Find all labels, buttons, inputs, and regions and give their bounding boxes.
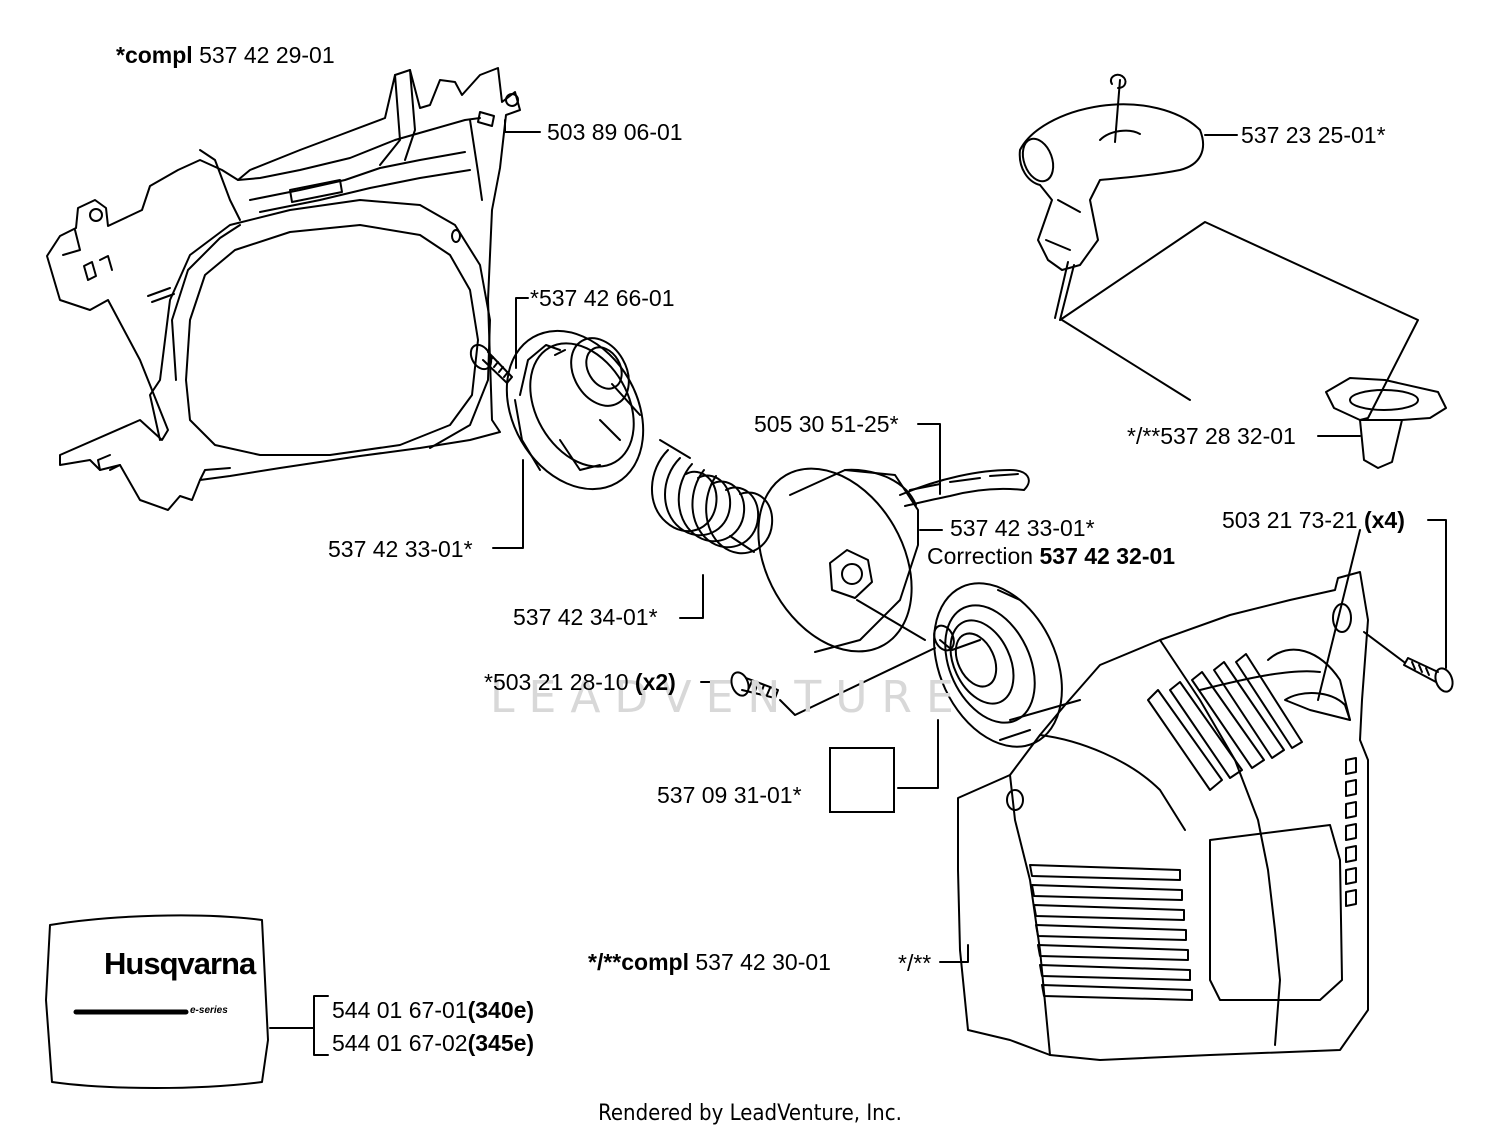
label-bushing[interactable]: */**537 28 32-01 bbox=[1127, 423, 1296, 449]
leader-rope bbox=[917, 423, 941, 495]
cover-plate-part[interactable] bbox=[46, 67, 521, 511]
handle-part[interactable] bbox=[1017, 73, 1205, 321]
label-correction[interactable]: Correction 537 42 32-01 bbox=[927, 543, 1176, 569]
special-tool-box[interactable] bbox=[829, 747, 895, 813]
label-compl-top[interactable]: *compl 537 42 29-01 bbox=[116, 42, 335, 68]
label-starter-cover[interactable]: */** bbox=[898, 950, 932, 976]
footer-credit: Rendered by LeadVenture, Inc. bbox=[598, 1101, 902, 1126]
screw-top-part[interactable] bbox=[467, 341, 513, 384]
label-handle[interactable]: 537 23 25-01* bbox=[1241, 122, 1386, 148]
leader-decal bbox=[269, 995, 329, 1056]
label-spring-cassette[interactable]: 537 09 31-01* bbox=[657, 782, 802, 808]
leader-spring bbox=[679, 574, 704, 619]
husqvarna-logo: Husqvarna bbox=[104, 946, 256, 981]
rope-part[interactable] bbox=[899, 469, 1030, 507]
label-cover-plate[interactable]: 503 89 06-01 bbox=[547, 119, 683, 145]
bushing-part[interactable] bbox=[1325, 377, 1447, 469]
label-screw-bottom[interactable]: *503 21 28-10 (x2) bbox=[484, 669, 676, 695]
starter-cover-part[interactable] bbox=[957, 571, 1369, 1061]
spring-part[interactable] bbox=[651, 439, 774, 555]
leader-screw-right bbox=[1427, 519, 1447, 669]
leader-starter-cover bbox=[939, 944, 969, 963]
label-spring[interactable]: 537 42 34-01* bbox=[513, 604, 658, 630]
spring-cassette-part[interactable] bbox=[909, 563, 1087, 768]
watermark: LEADVENTURE bbox=[490, 672, 968, 723]
leader-screw-top bbox=[515, 297, 529, 369]
label-compl-bottom[interactable]: */**compl 537 42 30-01 bbox=[588, 949, 831, 975]
screw-bottom-part[interactable] bbox=[728, 670, 779, 699]
label-decal-345e[interactable]: 544 01 67-02(345e) bbox=[332, 1030, 535, 1056]
series-label: e-series bbox=[190, 1005, 228, 1016]
leader-pulley-left bbox=[492, 459, 524, 549]
label-decal-340e[interactable]: 544 01 67-01(340e) bbox=[332, 997, 535, 1023]
label-screw-top[interactable]: *537 42 66-01 bbox=[530, 285, 675, 311]
leader-spring-cassette bbox=[897, 719, 939, 789]
label-screw-right[interactable]: 503 21 73-21 (x4) bbox=[1222, 507, 1405, 533]
label-rope[interactable]: 505 30 51-25* bbox=[754, 411, 899, 437]
pulley-right-part[interactable] bbox=[727, 441, 943, 679]
screw-right-part[interactable] bbox=[1403, 657, 1456, 694]
label-pulley-right[interactable]: 537 42 33-01* bbox=[950, 515, 1095, 541]
pulley-left-part[interactable] bbox=[479, 306, 670, 513]
decal-part[interactable] bbox=[45, 914, 269, 1089]
label-pulley-left[interactable]: 537 42 33-01* bbox=[328, 536, 473, 562]
